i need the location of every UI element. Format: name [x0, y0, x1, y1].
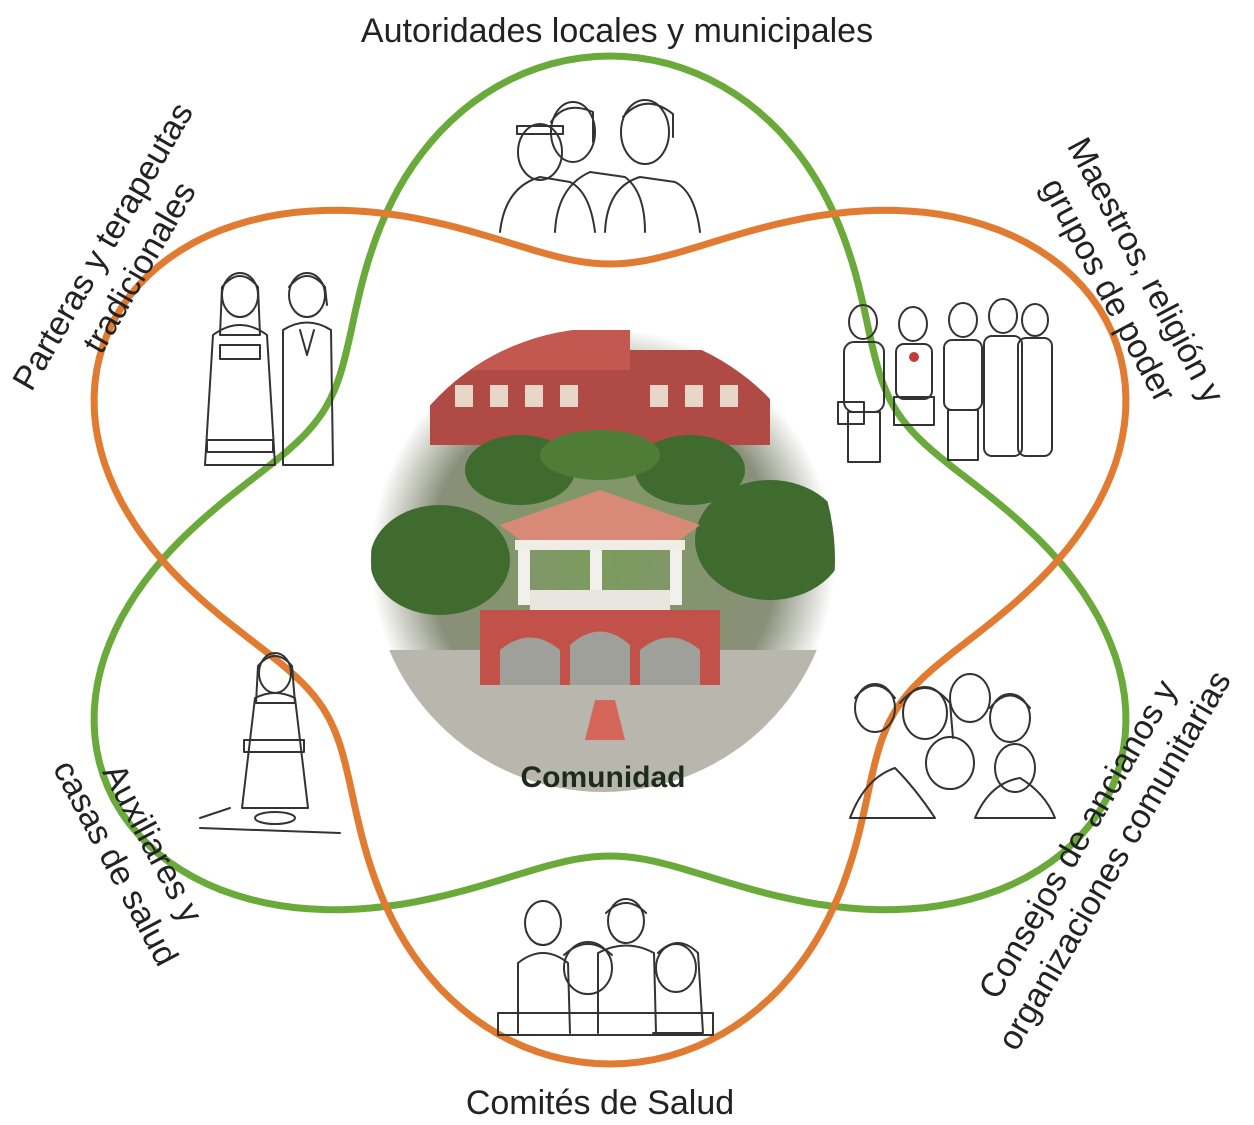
community-photo [371, 328, 835, 792]
group-label-line: Comités de Salud [466, 1084, 734, 1122]
health-committee-illustration [497, 898, 714, 1036]
authorities-illustration [499, 99, 701, 233]
group-label-line: Autoridades locales y municipales [361, 12, 873, 50]
group-label-line: organizaciones comunitarias [990, 664, 1238, 1056]
health-auxiliary-illustration [199, 652, 341, 834]
label-parteras: Parteras y terapeutas tradicionales [5, 96, 203, 397]
teachers-illustration [837, 298, 1053, 463]
label-autoridades: Autoridades locales y municipales [361, 12, 873, 50]
elders-illustration [849, 673, 1056, 819]
label-consejos: Consejos de ancianos y organizaciones co… [971, 664, 1238, 1056]
label-comites: Comités de Salud [466, 1084, 734, 1122]
orange-loop [90, 206, 1130, 1068]
center-label: Comunidad [521, 761, 686, 794]
midwives-illustration [204, 272, 334, 466]
label-auxiliares: Auxiliares y casas de salud [45, 754, 210, 972]
